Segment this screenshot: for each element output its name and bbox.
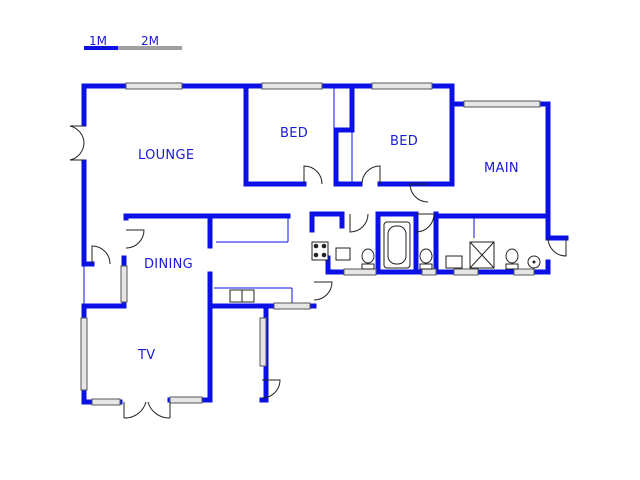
door-dining	[125, 229, 145, 249]
wall-bed2-south	[377, 101, 455, 187]
basin-icon	[445, 255, 463, 269]
window-tv-south-left	[91, 398, 121, 406]
room-labels: LOUNGE BED BED MAIN DINING TV	[137, 126, 519, 363]
thin-lines	[83, 86, 475, 306]
window-main	[463, 100, 541, 108]
label-dining: DINING	[144, 257, 193, 272]
basin-icon	[335, 247, 351, 261]
stove-burner-icon	[321, 243, 327, 249]
window-bed1	[261, 82, 323, 90]
window-scullery	[259, 317, 267, 367]
toilet-icon	[361, 248, 375, 264]
window-bath2	[421, 268, 437, 276]
wall-tv-east	[167, 271, 213, 403]
label-tv: TV	[137, 348, 155, 363]
scale-bar: 1M 2M	[84, 34, 182, 50]
door-bed2	[361, 165, 381, 185]
stove-burner-icon	[313, 252, 319, 258]
wall-lounge-bed1	[81, 83, 307, 187]
wall-west-lower	[81, 159, 95, 267]
wall-dining-north	[123, 213, 213, 249]
wall-tv-west	[81, 303, 123, 405]
doors	[69, 125, 567, 419]
window-tv-west	[80, 317, 88, 391]
stove-burner-icon	[321, 252, 327, 258]
window-dining	[120, 265, 128, 303]
window-lounge	[125, 82, 183, 90]
label-bed-1: BED	[280, 126, 308, 141]
scale-label-2m: 2M	[141, 34, 159, 48]
door-hall	[91, 245, 111, 265]
window-bed2	[371, 82, 433, 90]
door-lounge-double	[69, 125, 85, 161]
window-kitchen	[273, 302, 311, 310]
toilet-cistern-icon	[361, 263, 375, 270]
door-kitchen	[313, 281, 333, 301]
drain-icon	[532, 260, 536, 264]
label-bed-2: BED	[390, 134, 418, 149]
door-passage-1	[349, 213, 369, 233]
toilet-icon	[505, 248, 519, 264]
door-main	[409, 183, 429, 203]
label-lounge: LOUNGE	[138, 148, 194, 163]
door-main-bath	[547, 237, 567, 257]
door-passage-2	[415, 213, 435, 233]
window-tv-south-right	[169, 396, 203, 404]
scale-label-1m: 1M	[89, 34, 107, 48]
shower-cross-icon	[469, 241, 495, 269]
window-bath3	[453, 268, 479, 276]
stove-burner-icon	[313, 243, 319, 249]
label-main: MAIN	[484, 161, 519, 176]
wall-passage-a	[309, 211, 345, 229]
toilet-icon	[419, 248, 433, 264]
walls	[81, 83, 569, 405]
bathtub-inner-icon	[387, 225, 407, 265]
toilet-cistern-icon	[419, 263, 433, 270]
windows	[80, 82, 541, 406]
wall-bath-south-b	[433, 211, 551, 275]
door-bed1	[303, 165, 323, 185]
window-bath4	[513, 268, 535, 276]
door-scullery	[261, 379, 281, 399]
window-bath1	[343, 268, 377, 276]
door-tv-double	[123, 401, 171, 419]
toilet-cistern-icon	[505, 263, 519, 270]
fixtures	[229, 221, 541, 303]
